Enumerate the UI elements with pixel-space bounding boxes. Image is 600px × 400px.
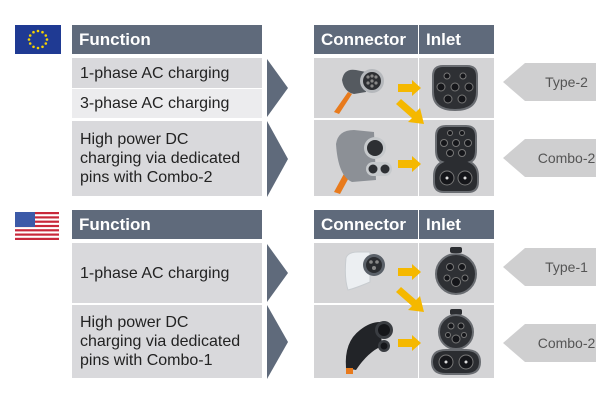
eu-connector-header: Connector bbox=[314, 25, 418, 54]
type2-connector-plug-icon bbox=[330, 62, 390, 116]
type-2-label-tab: Type-2 bbox=[503, 63, 596, 101]
us-function-header: Function bbox=[72, 210, 262, 239]
chevron-right-icon bbox=[267, 305, 289, 379]
us-connector-header: Connector bbox=[314, 210, 418, 239]
type-2-label: Type-2 bbox=[525, 63, 596, 101]
eu-function-row: High power DC charging via dedicated pin… bbox=[72, 121, 262, 196]
arrow-right-icon bbox=[398, 335, 422, 351]
combo-2-label: Combo-2 bbox=[525, 324, 596, 362]
arrow-diagonal-icon bbox=[396, 99, 426, 125]
us-flag-icon bbox=[15, 212, 59, 240]
type1-inlet-icon bbox=[433, 246, 479, 300]
us-function-row: 1-phase AC charging bbox=[72, 243, 262, 303]
tab-pointer-icon bbox=[503, 63, 525, 101]
eu-function-row: 1-phase AC charging bbox=[72, 58, 262, 88]
tab-pointer-icon bbox=[503, 324, 525, 362]
combo-2-label-tab: Combo-2 bbox=[503, 324, 596, 362]
chevron-right-icon bbox=[267, 59, 289, 117]
tab-pointer-icon bbox=[503, 139, 525, 177]
arrow-right-icon bbox=[398, 156, 422, 172]
type-1-label: Type-1 bbox=[525, 248, 596, 286]
eu-flag-icon bbox=[15, 25, 61, 54]
type-1-label-tab: Type-1 bbox=[503, 248, 596, 286]
combo1-connector-plug-icon bbox=[338, 312, 400, 376]
us-function-row: High power DC charging via dedicated pin… bbox=[72, 305, 262, 378]
tab-pointer-icon bbox=[503, 248, 525, 286]
combo2-connector-plug-icon bbox=[330, 124, 396, 194]
combo-2-label-tab: Combo-2 bbox=[503, 139, 596, 177]
arrow-right-icon bbox=[398, 264, 422, 280]
type2-inlet-icon bbox=[427, 62, 483, 114]
eu-function-header: Function bbox=[72, 25, 262, 54]
combo-2-label: Combo-2 bbox=[525, 139, 596, 177]
combo1-inlet-icon bbox=[428, 308, 484, 376]
us-inlet-header: Inlet bbox=[419, 210, 494, 239]
arrow-diagonal-icon bbox=[396, 287, 426, 313]
combo2-inlet-icon bbox=[430, 124, 482, 194]
chevron-right-icon bbox=[267, 244, 289, 302]
arrow-right-icon bbox=[398, 80, 422, 96]
eu-inlet-header: Inlet bbox=[419, 25, 494, 54]
chevron-right-icon bbox=[267, 121, 289, 197]
eu-function-row: 3-phase AC charging bbox=[72, 89, 262, 118]
type1-connector-plug-icon bbox=[342, 248, 392, 294]
